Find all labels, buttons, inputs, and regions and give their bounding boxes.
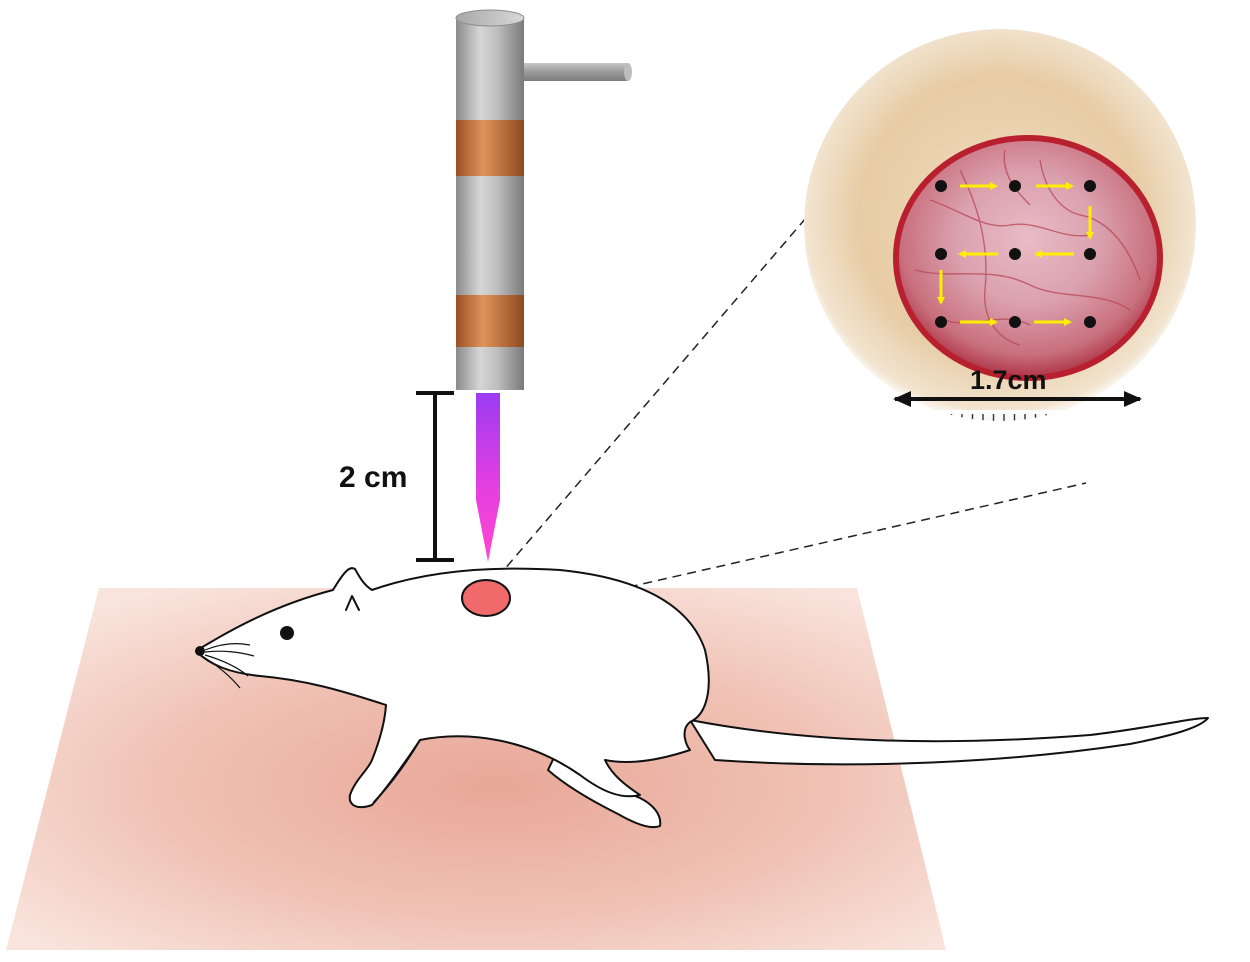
grid-dot xyxy=(1009,180,1021,192)
wound-photo-inset xyxy=(804,29,1196,421)
rat-whiskers xyxy=(204,643,255,689)
electrode-band-lower xyxy=(456,295,524,347)
grid-arrows xyxy=(937,182,1094,326)
treatment-grid xyxy=(935,180,1096,328)
treatment-site xyxy=(461,579,511,617)
grid-dots xyxy=(935,180,1096,328)
rat-body xyxy=(195,567,710,809)
distance-bracket xyxy=(416,391,454,562)
grid-dot xyxy=(1084,180,1096,192)
rat xyxy=(195,567,1209,828)
grid-dot xyxy=(935,180,947,192)
wound-width-label: 1.7cm xyxy=(970,365,1047,395)
grid-dot xyxy=(1084,248,1096,260)
distance-label: 2 cm xyxy=(339,461,407,494)
rat-nose xyxy=(195,646,205,656)
grid-dot xyxy=(1009,316,1021,328)
rat-ear xyxy=(345,595,360,611)
plasma-jet-device xyxy=(455,9,632,562)
ruler-ticks xyxy=(877,414,1173,421)
rat-eye xyxy=(280,626,294,640)
rat-tail xyxy=(689,717,1209,766)
rat-front-leg xyxy=(373,739,421,803)
device-top-cap xyxy=(455,9,525,27)
zoom-line-upper xyxy=(496,203,819,579)
gas-inlet-tube xyxy=(520,63,628,81)
grid-dot xyxy=(935,248,947,260)
grid-dot xyxy=(1009,248,1021,260)
wound-area xyxy=(893,135,1163,381)
grid-dot xyxy=(935,316,947,328)
floor-mat xyxy=(6,588,946,950)
zoom-line-lower xyxy=(496,482,1087,618)
electrode-band-upper xyxy=(456,120,524,176)
ruler xyxy=(870,410,1190,421)
grid-dot xyxy=(1084,316,1096,328)
plasma-plume xyxy=(476,393,500,562)
